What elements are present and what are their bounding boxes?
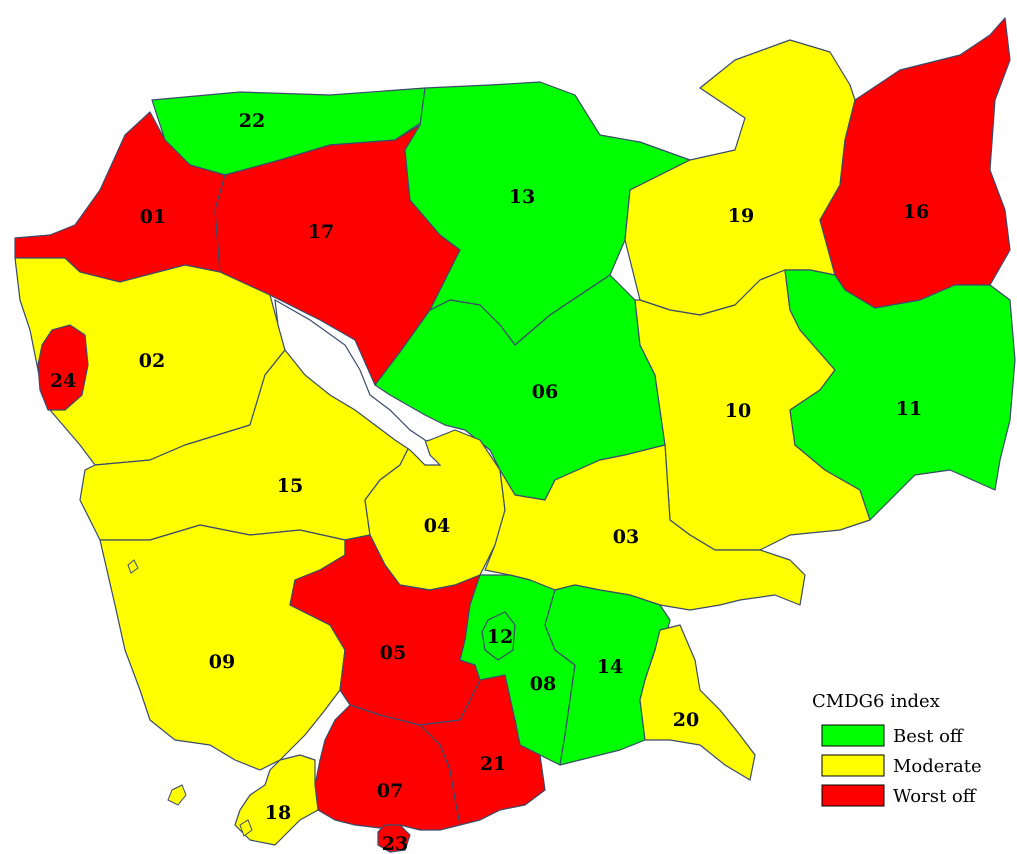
legend-label-best: Best off: [893, 726, 964, 747]
province-label-04: 04: [424, 515, 450, 537]
province-label-15: 15: [277, 475, 303, 497]
legend-swatch-moderate: [821, 754, 885, 777]
province-label-06: 06: [532, 381, 558, 403]
province-label-22: 22: [239, 110, 265, 132]
province-label-08: 08: [530, 673, 556, 695]
province-label-23: 23: [382, 833, 408, 854]
tonle-sap-lake: [274, 298, 442, 466]
province-18[interactable]: [234, 754, 319, 846]
province-label-18: 18: [265, 802, 291, 824]
province-24[interactable]: [37, 324, 89, 411]
province-label-11: 11: [896, 398, 922, 420]
islands: [127, 559, 253, 837]
province-09[interactable]: [99, 524, 346, 771]
legend-swatch-best: [821, 724, 885, 747]
province-label-10: 10: [725, 400, 751, 422]
province-11[interactable]: [784, 269, 1016, 521]
legend: CMDG6 index Best off Moderate Worst off: [812, 691, 982, 807]
province-label-07: 07: [377, 780, 403, 802]
province-label-03: 03: [613, 526, 639, 548]
province-label-13: 13: [509, 186, 535, 208]
province-labels: 01 02 03 04 05 06 07 08 09 10 11 12 13 14 15 16 17 18 19 20…: [50, 110, 929, 854]
province-label-16: 16: [903, 201, 929, 223]
legend-label-moderate: Moderate: [893, 756, 982, 777]
province-12[interactable]: [481, 611, 516, 661]
province-label-05: 05: [380, 642, 406, 664]
province-label-17: 17: [308, 221, 334, 243]
province-label-21: 21: [480, 753, 506, 775]
province-label-01: 01: [140, 206, 166, 228]
province-16[interactable]: [819, 17, 1011, 309]
province-label-19: 19: [728, 205, 754, 227]
province-label-20: 20: [673, 709, 699, 731]
province-23[interactable]: [377, 824, 411, 853]
province-label-02: 02: [139, 350, 165, 372]
province-20[interactable]: [639, 624, 756, 781]
province-label-09: 09: [209, 651, 235, 673]
legend-title: CMDG6 index: [812, 691, 940, 712]
province-label-14: 14: [597, 656, 623, 678]
province-label-24: 24: [50, 370, 76, 392]
legend-label-worst: Worst off: [893, 786, 977, 807]
provinces-layer: [14, 17, 1016, 853]
province-label-12: 12: [487, 626, 513, 648]
legend-swatch-worst: [821, 784, 885, 807]
